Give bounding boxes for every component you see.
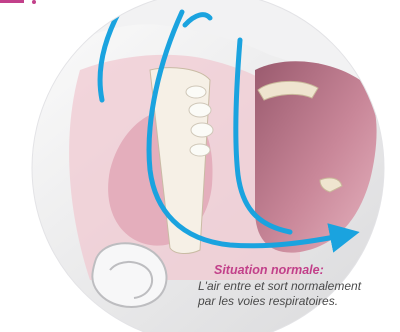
caption-line-1: L'air entre et sort normalement — [198, 279, 394, 294]
caption-line-2: par les voies respiratoires. — [198, 294, 394, 309]
caption-title: Situation normale: — [214, 263, 400, 278]
caption: Situation normale: L'air entre et sort n… — [198, 263, 394, 309]
ear — [92, 243, 166, 307]
